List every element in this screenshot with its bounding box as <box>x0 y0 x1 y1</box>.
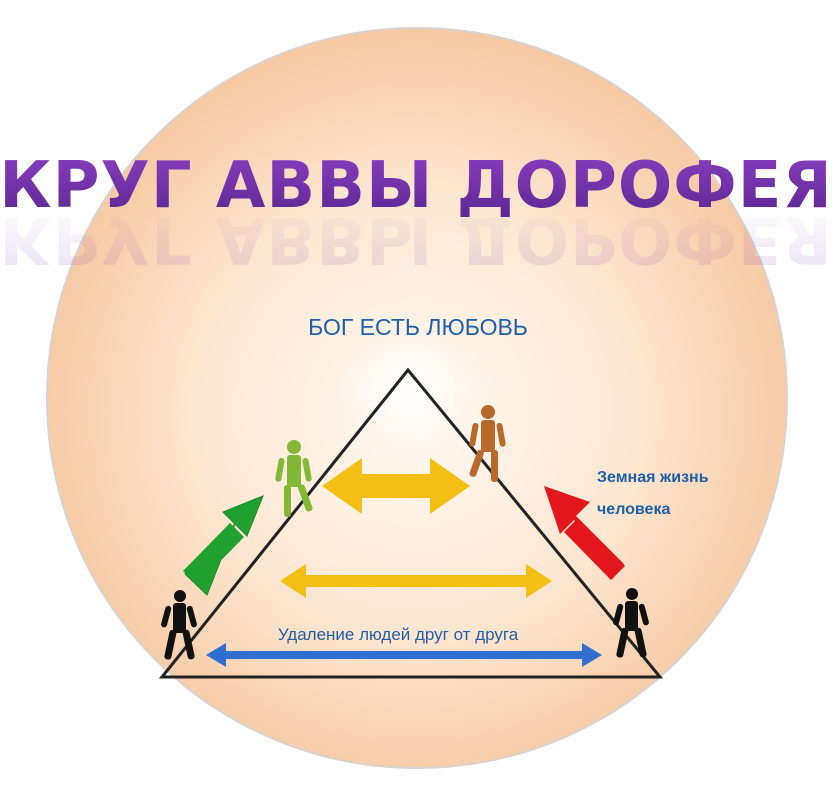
blue-double-arrow-base <box>206 643 602 667</box>
climbing-person-icon <box>469 405 506 482</box>
triangle <box>158 367 664 679</box>
apex-label: БОГ ЕСТЬ ЛЮБОВЬ <box>308 314 528 340</box>
side-label-line2: человека <box>597 501 670 518</box>
apex-glow <box>338 330 478 440</box>
svg-text:КРУГ АВВЫ ДОРОФЕЯ: КРУГ АВВЫ ДОРОФЕЯ <box>0 202 832 276</box>
yellow-double-arrow-upper <box>322 458 470 514</box>
base-label: Удаление людей друг от друга <box>278 625 519 644</box>
title-reflection: КРУГ АВВЫ ДОРОФЕЯ <box>0 202 832 276</box>
diagram-title: КРУГ АВВЫ ДОРОФЕЯ <box>0 149 832 223</box>
walking-person-icon <box>161 590 197 660</box>
yellow-double-arrow-lower <box>280 564 552 598</box>
side-label-line1: Земная жизнь <box>597 469 709 486</box>
climbing-person-icon <box>275 440 313 517</box>
walking-person-icon <box>613 588 649 658</box>
